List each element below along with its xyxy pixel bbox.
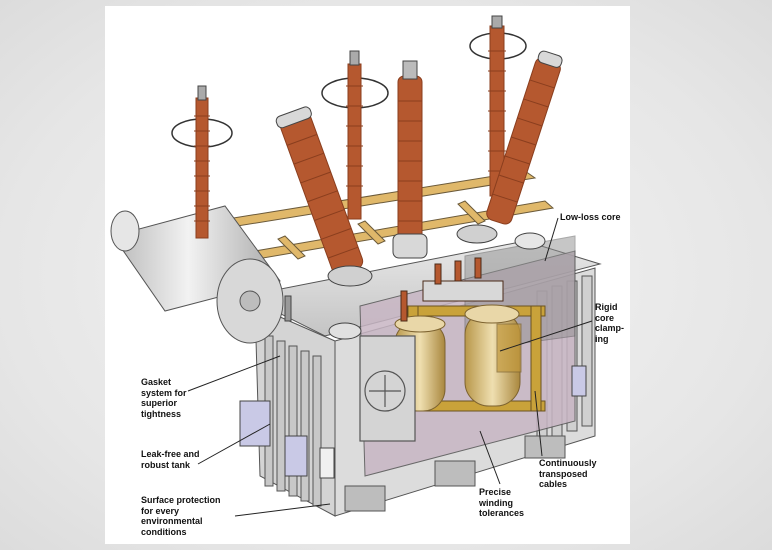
label-precise-winding: Precise winding tolerances bbox=[479, 487, 525, 518]
inner-leads bbox=[400, 257, 504, 322]
label-continuously-transposed: Continuously transposed cables bbox=[539, 458, 597, 489]
bushing-1 bbox=[171, 85, 233, 239]
bushing-6 bbox=[486, 50, 563, 225]
conservator-tank bbox=[110, 205, 284, 344]
bushing-4 bbox=[392, 60, 428, 259]
label-rigid-core-clamping: Rigid core clamp- ing bbox=[595, 302, 625, 344]
transformer-illustration bbox=[110, 15, 602, 517]
bushings bbox=[171, 15, 563, 287]
slide-canvas: Low-loss core Rigid core clamp- ing Gask… bbox=[105, 6, 630, 544]
label-gasket-system: Gasket system for superior tightness bbox=[141, 377, 187, 419]
callout-lines bbox=[187, 217, 593, 517]
control-boxes bbox=[239, 365, 587, 479]
label-leak-free-tank: Leak-free and robust tank bbox=[141, 449, 200, 470]
lid-fittings bbox=[284, 232, 546, 340]
label-surface-protection: Surface protection for every environment… bbox=[141, 495, 221, 537]
bushing-2 bbox=[275, 106, 364, 276]
bushing-3 bbox=[321, 50, 389, 220]
label-low-loss-core: Low-loss core bbox=[560, 212, 621, 222]
cooling-fan bbox=[359, 335, 416, 442]
